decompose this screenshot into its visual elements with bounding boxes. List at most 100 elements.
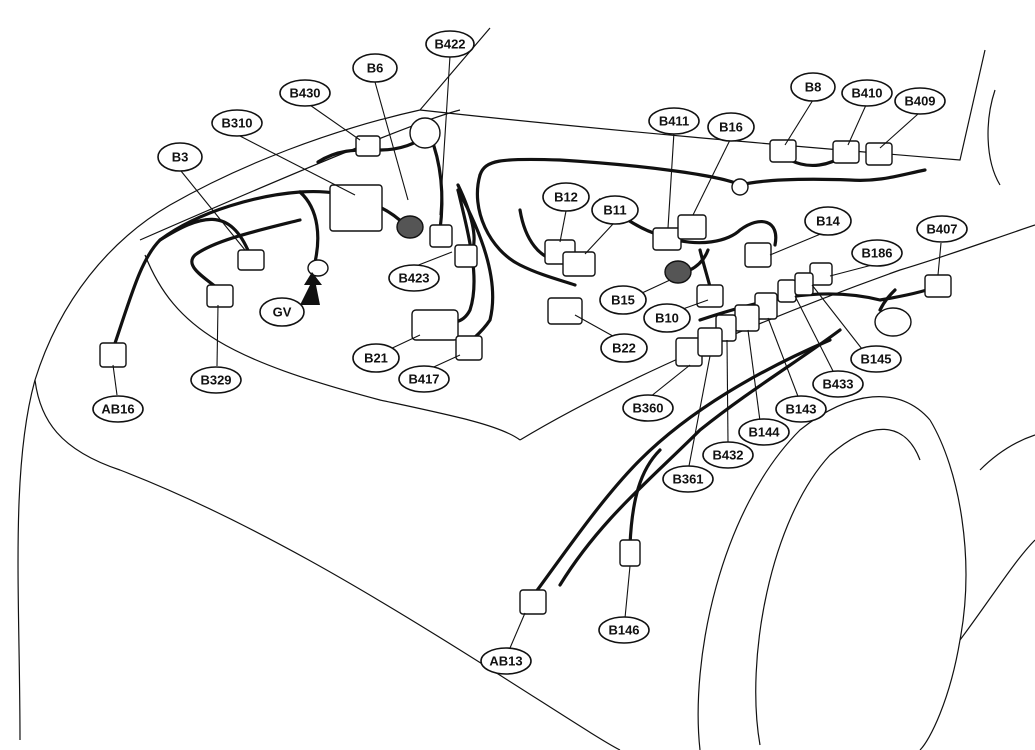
- connector-b433-b: [794, 272, 814, 296]
- connector-b430: [355, 135, 381, 157]
- svg-text:AB16: AB16: [101, 402, 134, 417]
- svg-text:B16: B16: [719, 120, 743, 135]
- label-b410: B410: [841, 79, 893, 107]
- label-b14: B14: [804, 206, 852, 236]
- connector-b21: [411, 309, 459, 341]
- connector-ab16: [99, 342, 127, 368]
- label-b411: B411: [648, 107, 700, 135]
- connector-b409: [865, 142, 893, 166]
- label-b16: B16: [707, 112, 755, 142]
- label-b329: B329: [190, 366, 242, 394]
- label-b145: B145: [850, 345, 902, 373]
- connector-b14: [744, 242, 772, 268]
- svg-text:B145: B145: [860, 352, 891, 367]
- label-b21: B21: [352, 343, 400, 373]
- label-b422: B422: [425, 30, 475, 58]
- svg-text:B430: B430: [289, 86, 320, 101]
- connector-b423-b: [454, 244, 478, 268]
- label-b3: B3: [157, 142, 203, 172]
- svg-text:B310: B310: [221, 116, 252, 131]
- label-b361: B361: [662, 465, 714, 493]
- svg-text:B11: B11: [603, 203, 626, 218]
- svg-text:B186: B186: [861, 246, 892, 261]
- label-b360: B360: [622, 394, 674, 422]
- svg-text:B6: B6: [367, 61, 384, 76]
- label-ab16: AB16: [92, 395, 144, 423]
- svg-text:B15: B15: [611, 293, 635, 308]
- ground-arrow-gv: [300, 272, 322, 305]
- label-gv: GV: [259, 297, 305, 327]
- connector-b10: [696, 284, 724, 308]
- label-b143: B143: [775, 395, 827, 423]
- connector-b11: [562, 251, 596, 277]
- label-b22: B22: [600, 333, 648, 363]
- label-b407: B407: [916, 215, 968, 243]
- label-b144: B144: [738, 418, 790, 446]
- connector-b433-a: [777, 279, 797, 303]
- callout-labels: B422 B6 B430 B310 B3 B411 B16 B8 B410 B4…: [92, 30, 968, 675]
- connector-b422: [409, 117, 441, 149]
- svg-text:B433: B433: [822, 377, 853, 392]
- connector-b6: [396, 215, 424, 239]
- connector-b146: [619, 539, 641, 567]
- label-b12: B12: [542, 182, 590, 212]
- svg-text:B22: B22: [612, 341, 636, 356]
- connector-b411: [652, 227, 682, 251]
- label-ab13: AB13: [480, 647, 532, 675]
- svg-text:B12: B12: [554, 190, 578, 205]
- svg-text:B21: B21: [364, 351, 388, 366]
- label-b310: B310: [211, 109, 263, 137]
- connector-b3: [237, 249, 265, 271]
- svg-text:B410: B410: [851, 86, 882, 101]
- label-b10: B10: [643, 303, 691, 333]
- label-b8: B8: [790, 72, 836, 102]
- connector-b410: [832, 140, 860, 164]
- connector-b423-a: [429, 224, 453, 248]
- connector-b329: [206, 284, 234, 308]
- label-b6: B6: [352, 53, 398, 83]
- label-b433: B433: [812, 370, 864, 398]
- connector-b8: [769, 139, 797, 163]
- connector-b407: [924, 274, 952, 298]
- connector-b15: [664, 260, 692, 284]
- svg-text:B329: B329: [200, 373, 231, 388]
- label-b430: B430: [279, 79, 331, 107]
- connector-b22: [547, 297, 583, 325]
- svg-text:B8: B8: [805, 80, 822, 95]
- svg-text:B3: B3: [172, 150, 189, 165]
- label-b432: B432: [702, 441, 754, 469]
- connector-b144: [734, 304, 760, 332]
- svg-text:B14: B14: [816, 214, 841, 229]
- ground-terminal-gv: [307, 259, 329, 277]
- svg-text:B144: B144: [748, 425, 780, 440]
- label-b186: B186: [851, 239, 903, 267]
- connector-b361: [697, 327, 723, 357]
- harness-wires: [110, 133, 942, 602]
- svg-text:B411: B411: [659, 114, 689, 129]
- svg-text:B361: B361: [672, 472, 703, 487]
- label-b146: B146: [598, 616, 650, 644]
- svg-text:AB13: AB13: [489, 654, 522, 669]
- connector-b417: [455, 335, 483, 361]
- svg-text:B422: B422: [434, 37, 465, 52]
- svg-text:B143: B143: [785, 402, 816, 417]
- connectors: [99, 117, 952, 615]
- label-b15: B15: [599, 285, 647, 315]
- label-b423: B423: [388, 264, 440, 292]
- connector-b16: [677, 214, 707, 240]
- svg-text:B146: B146: [608, 623, 639, 638]
- svg-text:B423: B423: [398, 271, 429, 286]
- svg-text:B360: B360: [632, 401, 663, 416]
- vehicle-body-outline: [17, 27, 1035, 750]
- svg-text:GV: GV: [273, 305, 292, 320]
- label-b417: B417: [398, 365, 450, 393]
- leader-lines: [112, 55, 942, 649]
- label-b409: B409: [894, 87, 946, 115]
- svg-text:B10: B10: [655, 311, 679, 326]
- connector-block-b310: [329, 184, 383, 232]
- connector-b145-sensor: [874, 307, 912, 337]
- label-b11: B11: [591, 195, 639, 225]
- svg-text:B407: B407: [926, 222, 957, 237]
- connector-ab13: [519, 589, 547, 615]
